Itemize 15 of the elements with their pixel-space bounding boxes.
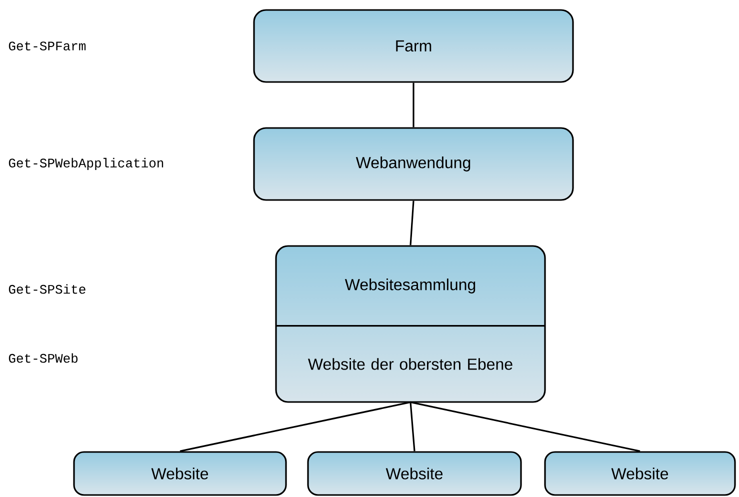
process-box: Website [544, 451, 736, 496]
connector-line [410, 401, 640, 452]
command-label: Get-SPFarm [8, 42, 86, 50]
command-label: Get-SPWeb [8, 353, 78, 363]
process-box: Website [73, 451, 287, 496]
connector-line [180, 401, 411, 452]
process-box: Farm [253, 9, 574, 83]
command-label: Get-SPSite [8, 284, 86, 294]
compartment: Website der obersten Ebene [276, 325, 546, 370]
process-box: Website [307, 451, 522, 496]
process-box: Webanwendung [253, 127, 574, 201]
connector-line [410, 402, 416, 452]
connector-line [412, 82, 414, 128]
command-label: Get-SPWebApplication [8, 158, 164, 170]
connector-line [410, 200, 414, 246]
